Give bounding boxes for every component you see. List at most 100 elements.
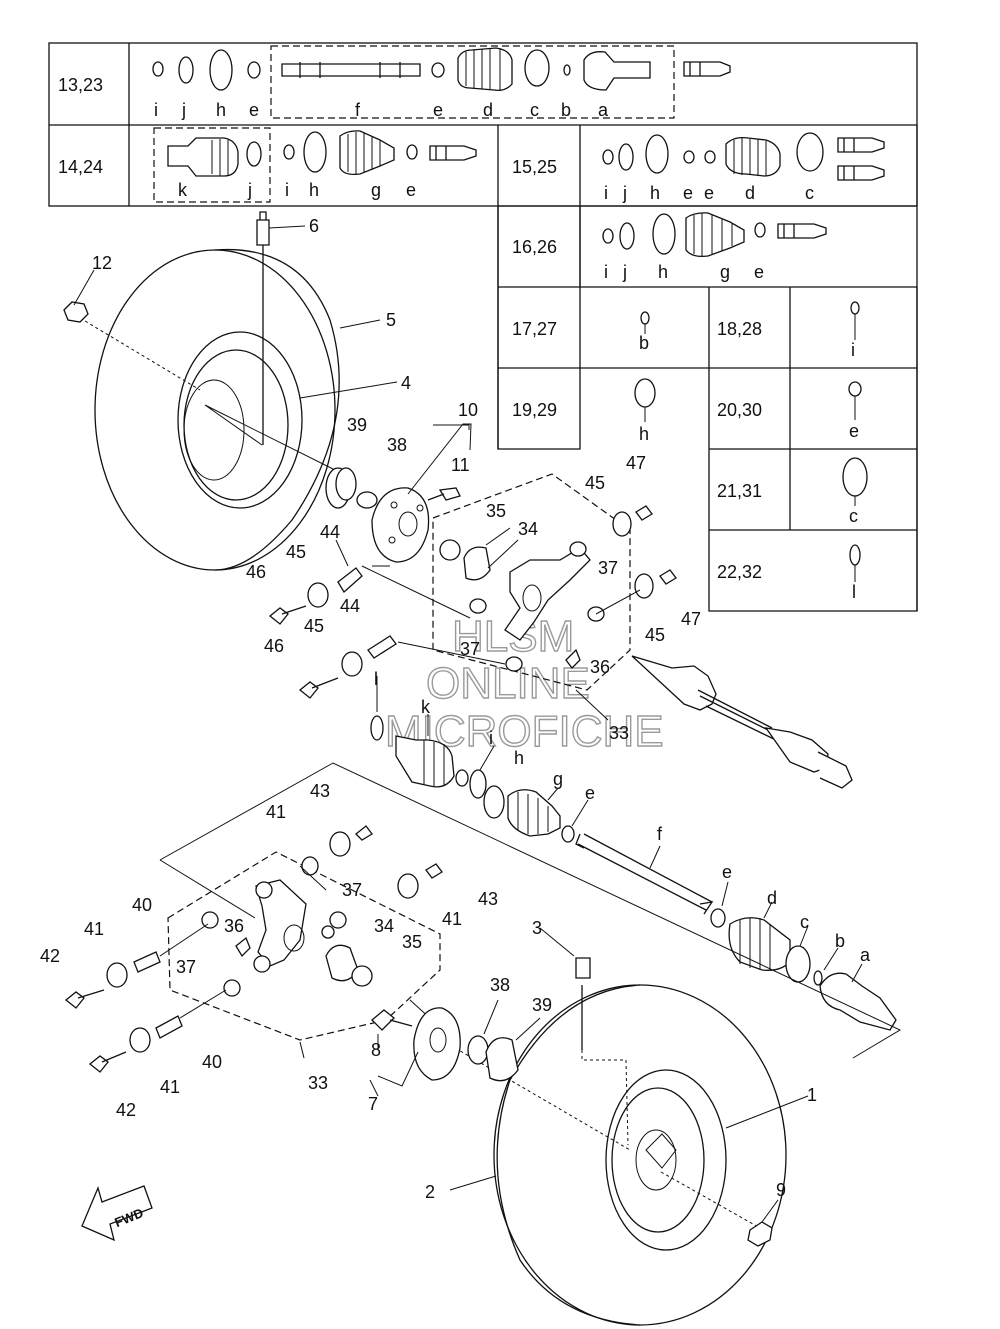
- nut-icon: [635, 505, 653, 521]
- callout-42: 42: [116, 1100, 136, 1120]
- table-letter: i: [604, 262, 608, 282]
- grease-nipple-icon: [235, 936, 251, 958]
- callout-43: 43: [310, 781, 330, 801]
- bolt-icon: [64, 989, 105, 1009]
- tire-icon: [493, 984, 787, 1326]
- callout-41: 41: [84, 919, 104, 939]
- boot-band-icon: [634, 378, 656, 408]
- callout-35: 35: [486, 501, 506, 521]
- knuckle-icon: [504, 547, 591, 641]
- callout-41: 41: [160, 1077, 180, 1097]
- valve-stem-icon: [575, 957, 591, 979]
- nut-icon: [659, 569, 677, 585]
- drive-shaft-icon: [281, 62, 421, 78]
- callout-1: 1: [807, 1085, 817, 1105]
- callout-45: 45: [286, 542, 306, 562]
- cv-joint-icon: [819, 972, 897, 1031]
- callout-44: 44: [340, 596, 360, 616]
- lower-knuckle-group: [167, 825, 443, 1059]
- table-letter: h: [639, 424, 649, 444]
- table-letter: e: [849, 421, 859, 441]
- letter-d: d: [767, 888, 777, 908]
- table-letter: g: [720, 262, 730, 282]
- letter-g: g: [553, 769, 563, 789]
- cv-boot-icon: [764, 727, 829, 773]
- callout-39: 39: [347, 415, 367, 435]
- table-letter: i: [154, 100, 158, 120]
- callout-33: 33: [308, 1073, 328, 1093]
- boot-band-icon: [645, 134, 669, 174]
- callout-labels: 1 2 3 4 5 6 7 8 9 10 11 12 39 38 35 34 4…: [40, 216, 817, 1202]
- callout-34: 34: [518, 519, 538, 539]
- table-ref-20-30: 20,30: [717, 400, 762, 420]
- callout-3: 3: [532, 918, 542, 938]
- table-letter: j: [181, 100, 186, 120]
- hub-icon: [371, 487, 430, 563]
- boot-band-icon: [209, 49, 233, 91]
- table-ref-16-26: 16,26: [512, 237, 557, 257]
- table-ref-13-23: 13,23: [58, 75, 103, 95]
- callout-37: 37: [176, 957, 196, 977]
- letter-e: e: [585, 783, 595, 803]
- nut-icon: [355, 825, 373, 841]
- letter-c: c: [800, 912, 809, 932]
- rear-hub-parts: [369, 999, 541, 1097]
- table-letter: c: [849, 506, 858, 526]
- callout-41: 41: [266, 802, 286, 822]
- table-letter: b: [561, 100, 571, 120]
- wheel-rim-icon: [605, 1069, 727, 1251]
- table-letter: j: [622, 183, 627, 203]
- letter-a: a: [860, 945, 871, 965]
- table-ref-14-24: 14,24: [58, 157, 103, 177]
- callout-12: 12: [92, 253, 112, 273]
- callout-45: 45: [304, 616, 324, 636]
- callout-38: 38: [490, 975, 510, 995]
- boot-band-icon: [652, 213, 676, 255]
- bolt-icon: [298, 677, 339, 699]
- table-letter: a: [598, 100, 609, 120]
- cv-boot-icon: [457, 47, 513, 92]
- upper-arm-hardware: [268, 539, 506, 699]
- circlip-icon: [152, 61, 164, 77]
- table-letter: e: [754, 262, 764, 282]
- table-ref-15-25: 15,25: [512, 157, 557, 177]
- table-ref-21-31: 21,31: [717, 481, 762, 501]
- table-letter: h: [309, 180, 319, 200]
- callout-45: 45: [645, 625, 665, 645]
- table-ref-18-28: 18,28: [717, 319, 762, 339]
- bolt-icon: [371, 1009, 413, 1031]
- bushing-icon: [133, 951, 161, 973]
- table-letter: c: [530, 100, 539, 120]
- middle-shaft-parts: [370, 676, 589, 843]
- callout-41: 41: [442, 909, 462, 929]
- callout-36: 36: [590, 657, 610, 677]
- callout-45: 45: [585, 473, 605, 493]
- callout-38: 38: [387, 435, 407, 455]
- nut-icon: [425, 863, 443, 879]
- callout-10: 10: [458, 400, 478, 420]
- table-letter: b: [639, 333, 649, 353]
- bushing-icon: [337, 567, 363, 594]
- callout-37: 37: [342, 880, 362, 900]
- callout-6: 6: [309, 216, 319, 236]
- bolt-icon: [427, 487, 461, 501]
- table-letter: h: [216, 100, 226, 120]
- table-ref-22-32: 22,32: [717, 562, 762, 582]
- front-tire-assembly: [63, 211, 398, 571]
- wheel-rim-icon: [177, 331, 303, 509]
- table-letter: i: [604, 183, 608, 203]
- fwd-arrow-icon: FWD: [81, 1185, 153, 1242]
- table-letter: e: [433, 100, 443, 120]
- boot-band-icon: [796, 132, 824, 172]
- cv-boot-icon: [507, 789, 561, 837]
- boot-band-icon: [247, 61, 261, 79]
- callout-4: 4: [401, 373, 411, 393]
- letter-k: k: [421, 697, 431, 717]
- nut-icon: [63, 301, 89, 323]
- table-letter: l: [852, 582, 856, 602]
- circlip-icon: [178, 56, 194, 84]
- table-letter: e: [406, 180, 416, 200]
- letter-labels: l k i h g e f e d c b a: [374, 669, 871, 965]
